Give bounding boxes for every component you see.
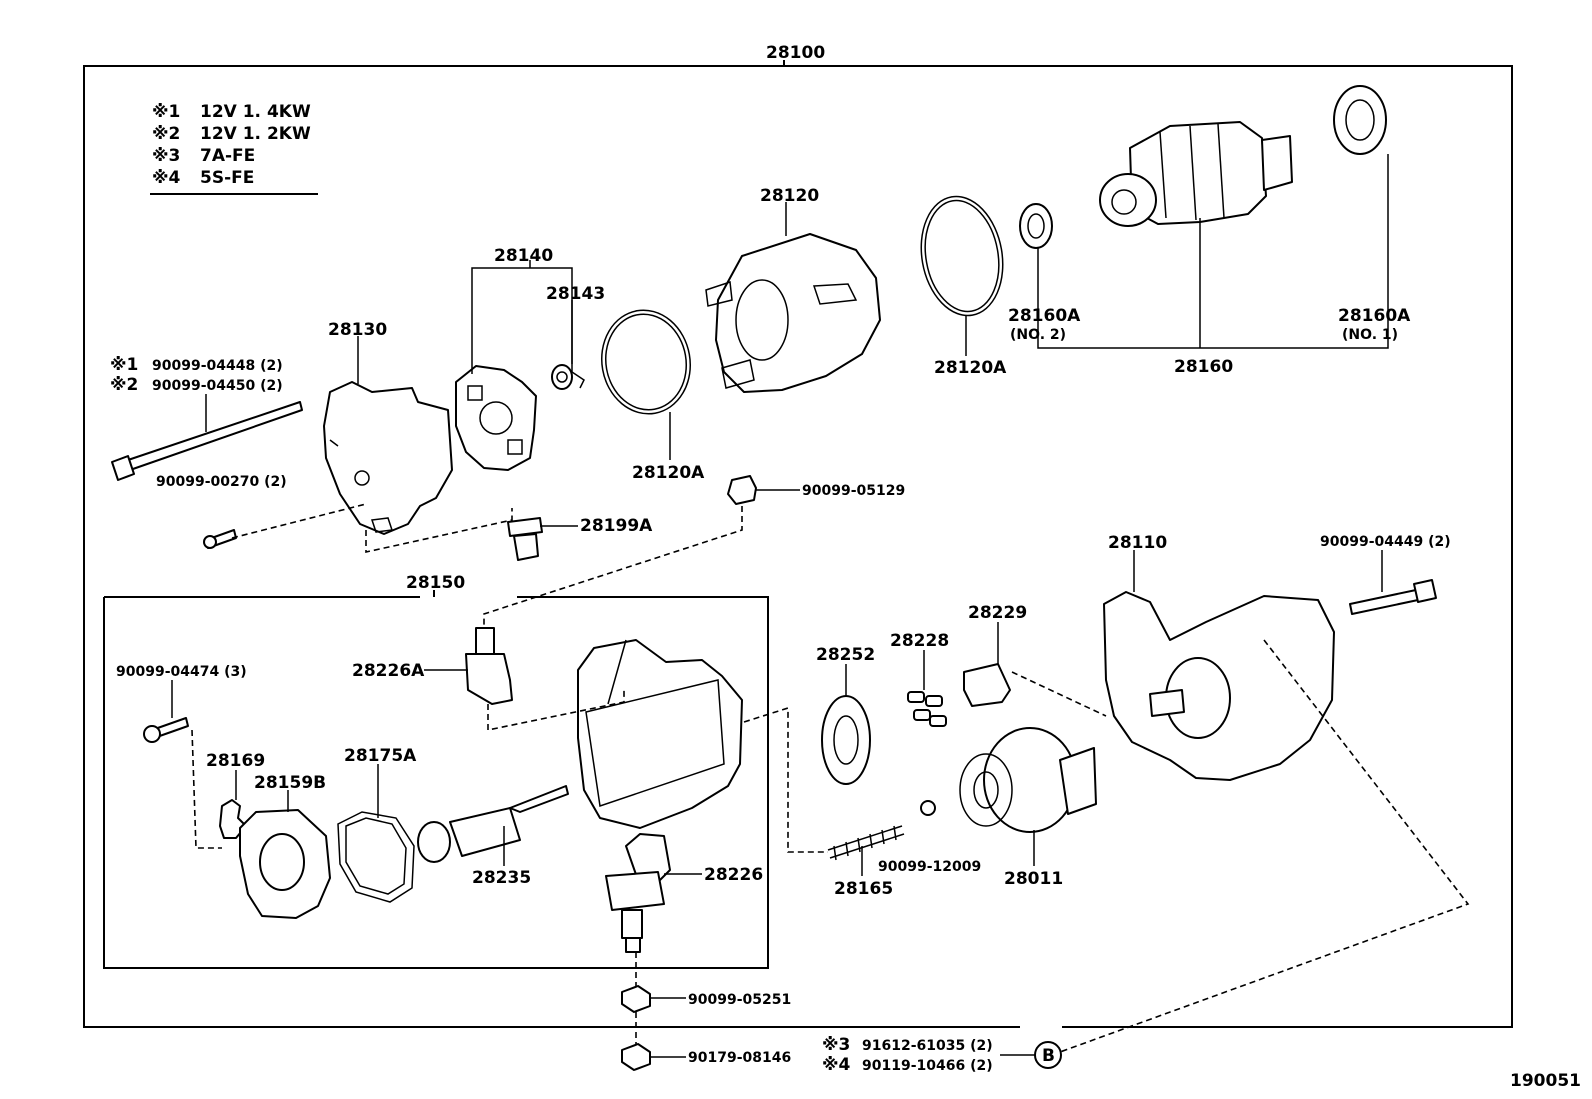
- label-28160A-no1-sub: (NO. 1): [1342, 327, 1398, 343]
- label-28229: 28229: [968, 603, 1027, 623]
- legend-mark-3: ※3: [152, 146, 180, 166]
- brush-spring-drawing: [551, 364, 585, 390]
- screw-04474-drawing: [143, 717, 189, 743]
- bolt-04449-drawing: [1349, 579, 1437, 615]
- label-28165: 28165: [834, 879, 893, 899]
- gasket-28175A-drawing: [337, 811, 415, 903]
- legend-mark-2: ※2: [152, 124, 180, 144]
- label-screw-00270: 90099-00270 (2): [156, 474, 287, 490]
- label-ref-mark3: ※3: [822, 1035, 850, 1055]
- label-nut-05251: 90099-05251: [688, 992, 791, 1008]
- label-28140: 28140: [494, 246, 553, 266]
- brush-holder-drawing: [455, 365, 537, 471]
- o-ring-right-inner: [924, 199, 1000, 313]
- label-28160A-no1: 28160A: [1338, 306, 1411, 326]
- rollers-28228-drawing: [907, 691, 947, 727]
- nut-05129-drawing: [727, 475, 757, 505]
- label-28120A-right: 28120A: [934, 358, 1007, 378]
- nut-08146-drawing: [621, 1043, 651, 1071]
- drive-housing-drawing: [1103, 591, 1335, 781]
- terminal-28226A-drawing: [465, 627, 513, 705]
- clutch-28011-drawing: [959, 727, 1097, 833]
- label-28252: 28252: [816, 645, 875, 665]
- subassembly-28150-frame: [103, 590, 769, 969]
- label-28235: 28235: [472, 868, 531, 888]
- label-28160: 28160: [1174, 357, 1233, 377]
- label-bolt-04448: 90099-04448 (2): [152, 358, 283, 374]
- label-28199A: 28199A: [580, 516, 653, 536]
- label-ref-91612: 91612-61035 (2): [862, 1038, 993, 1054]
- label-28143: 28143: [546, 284, 605, 304]
- label-28159B: 28159B: [254, 773, 326, 793]
- legend-text-1: 12V 1. 4KW: [200, 102, 311, 122]
- label-28160A-no2-sub: (NO. 2): [1010, 327, 1066, 343]
- leader-lines: [171, 154, 1389, 1058]
- label-nut-05129: 90099-05129: [802, 483, 905, 499]
- label-ref-90119: 90119-10466 (2): [862, 1058, 993, 1074]
- label-bolt-04449: 90099-04449 (2): [1320, 534, 1451, 550]
- legend-mark-1: ※1: [152, 102, 180, 122]
- legend: ※1 12V 1. 4KW ※2 12V 1. 2KW ※3 7A-FE ※4 …: [150, 102, 318, 195]
- figure-id: 190051: [1510, 1071, 1581, 1091]
- o-ring-left-drawing: [600, 309, 692, 415]
- o-ring-left-inner: [604, 313, 688, 411]
- armature-drawing: [1099, 121, 1293, 227]
- yoke-drawing: [705, 233, 881, 393]
- label-28150: 28150: [406, 573, 465, 593]
- cover-28159B-drawing: [239, 809, 331, 919]
- legend-text-2: 12V 1. 2KW: [200, 124, 311, 144]
- bearing-no1-drawing: [1333, 85, 1387, 155]
- magnetic-switch-drawing: [577, 639, 743, 829]
- callout-b: B: [1034, 1041, 1062, 1069]
- label-28110: 28110: [1108, 533, 1167, 553]
- assembly-frame: [83, 60, 1513, 1028]
- legend-text-4: 5S-FE: [200, 168, 254, 188]
- label-ball-12009: 90099-12009: [878, 859, 981, 875]
- label-28228: 28228: [890, 631, 949, 651]
- retainer-28229-drawing: [963, 663, 1011, 707]
- label-bolt-mark1: ※1: [110, 355, 138, 375]
- o-ring-right-drawing: [920, 195, 1004, 317]
- spring-28165-drawing: [827, 825, 905, 861]
- label-bolt-mark2: ※2: [110, 375, 138, 395]
- label-28226A: 28226A: [352, 661, 425, 681]
- dashed-alignment-lines: [191, 503, 1470, 1053]
- label-28120: 28120: [760, 186, 819, 206]
- end-cover-drawing: [323, 381, 453, 535]
- grommet-28199A-drawing: [507, 517, 543, 561]
- legend-text-3: 7A-FE: [200, 146, 255, 166]
- label-28120A-left: 28120A: [632, 463, 705, 483]
- callout-b-letter: B: [1042, 1046, 1055, 1066]
- ball-drawing: [920, 800, 936, 816]
- through-bolt-drawing: [111, 401, 303, 481]
- gear-28252-drawing: [821, 695, 871, 785]
- label-bolt-04450: 90099-04450 (2): [152, 378, 283, 394]
- assembly-number: 28100: [766, 43, 825, 63]
- label-screw-04474: 90099-04474 (3): [116, 664, 247, 680]
- label-28175A: 28175A: [344, 746, 417, 766]
- label-nut-08146: 90179-08146: [688, 1050, 791, 1066]
- screw-drawing: [203, 529, 237, 549]
- label-28130: 28130: [328, 320, 387, 340]
- label-ref-mark4: ※4: [822, 1055, 851, 1075]
- terminal-28226-drawing: [605, 833, 671, 953]
- label-28169: 28169: [206, 751, 265, 771]
- nut-05251-drawing: [621, 985, 651, 1013]
- plunger-28235-drawing: [417, 785, 569, 863]
- label-28011: 28011: [1004, 869, 1063, 889]
- bearing-no2-drawing: [1019, 203, 1053, 249]
- legend-mark-4: ※4: [152, 168, 181, 188]
- label-28160A-no2: 28160A: [1008, 306, 1081, 326]
- label-28226: 28226: [704, 865, 763, 885]
